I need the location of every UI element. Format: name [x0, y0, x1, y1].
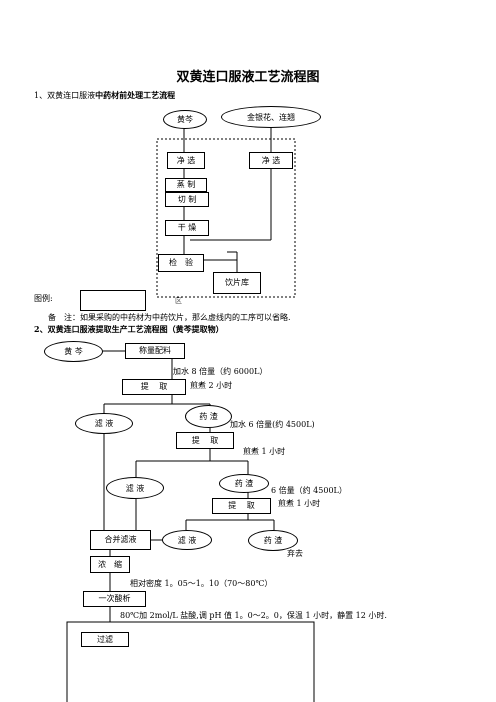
node-hebing-lvye: 合并滤液	[90, 530, 151, 550]
legend-box	[80, 290, 146, 311]
node-yici-suanxi: 一次酸析	[83, 591, 146, 607]
section1-heading-prefix: 1、双黄连口服液	[34, 91, 96, 100]
node-jingxuan-1: 净 选	[167, 152, 205, 169]
node-huangqin: 黄芩	[163, 110, 207, 129]
node-tiqu-2: 提 取	[176, 432, 234, 449]
note-boil-1h-b: 煎煮 1 小时	[278, 499, 321, 508]
note-boil-2h: 煎煮 2 小时	[190, 381, 233, 390]
node-zhengzhi: 蒸 制	[165, 178, 207, 192]
node-chengliang-peiliao: 称量配料	[125, 343, 185, 359]
dashed-region	[156, 138, 296, 298]
section1-note: 备 注：如果采购的中药材为中药饮片，那么虚线内的工序可以省略.	[48, 313, 291, 322]
node-jingxuan-2: 净 选	[249, 152, 293, 169]
note-add-water-6x: 加水 6 倍量(约 4500L)	[230, 420, 315, 429]
node-jinyinhua-lianqiao: 金银花、连翘	[221, 106, 321, 128]
node-guolv: 过滤	[81, 632, 129, 647]
section2-heading: 2、双黄连口服液提取生产工艺流程图（黄芩提取物）	[34, 324, 224, 334]
note-acid-conditions: 80℃加 2mol/L 盐酸,调 pH 值 1。0～2。0，保温 1 小时，静置…	[120, 611, 387, 620]
section1-heading-bold: 中药材前处理工艺流程	[95, 90, 176, 100]
node-yaozha-2: 药 渣	[219, 474, 269, 493]
node-lvye-2: 滤 液	[106, 477, 164, 499]
note-discard: 弃去	[287, 549, 303, 558]
node-tiqu-3: 提 取	[212, 498, 271, 514]
node-lvye-1: 滤 液	[75, 413, 133, 434]
legend-text: 区	[175, 297, 182, 305]
node-yaozha-1: 药 渣	[185, 405, 232, 428]
filter-region	[66, 621, 315, 702]
node-qiezhi: 切 制	[165, 192, 209, 207]
legend-label: 图例:	[34, 294, 53, 303]
node-huangqin-2: 黄 芩	[44, 341, 103, 362]
node-yinpianku: 饮片库	[213, 272, 261, 294]
node-jianyan: 检 验	[158, 254, 204, 272]
note-boil-1h-a: 煎煮 1 小时	[243, 447, 286, 456]
section1-heading: 1、双黄连口服液中药材前处理工艺流程	[34, 90, 175, 101]
note-6x: 6 倍量（约 4500L）	[271, 486, 347, 495]
page-title: 双黄连口服液工艺流程图	[176, 70, 320, 85]
node-tiqu-1: 提 取	[122, 379, 186, 395]
note-relative-density: 相对密度 1。05～1。10（70～80℃）	[130, 579, 273, 588]
node-ganzao: 干 燥	[165, 220, 209, 236]
node-lvye-3: 滤 液	[162, 530, 212, 550]
node-yaozha-3: 药 渣	[248, 530, 298, 551]
node-nongsuo: 浓 缩	[90, 556, 130, 573]
note-add-water-8x: 加水 8 倍量（约 6000L）	[173, 367, 268, 376]
